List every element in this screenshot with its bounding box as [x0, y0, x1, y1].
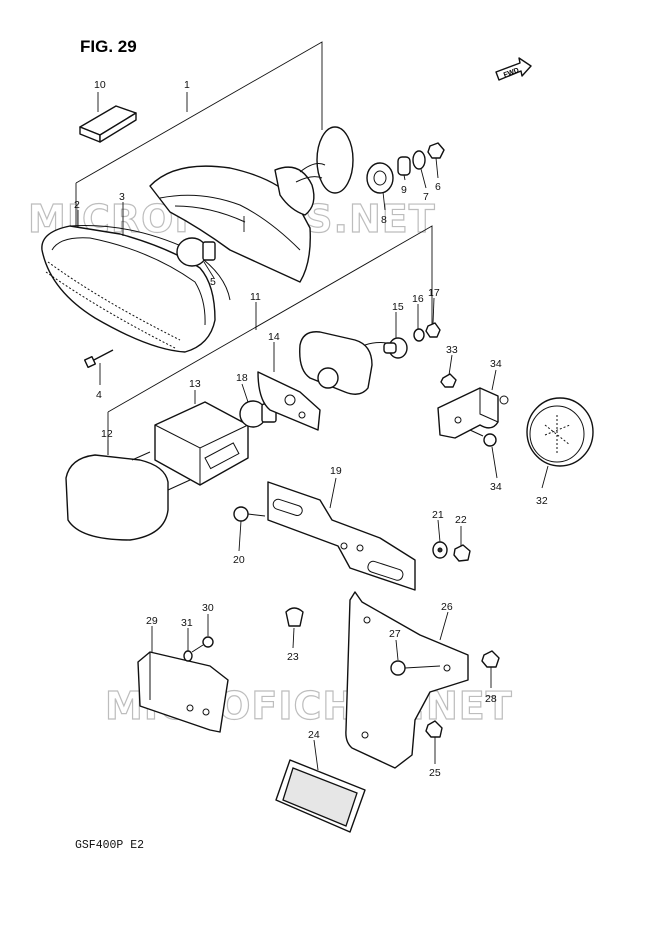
part-34-bracket: [437, 387, 509, 439]
callout-3: 3: [119, 191, 125, 203]
callout-21: 21: [432, 509, 444, 521]
part-17-nut: [425, 322, 441, 338]
callout-5: 5: [210, 276, 216, 288]
callout-30: 30: [202, 602, 214, 614]
part-10-pad: [79, 105, 137, 143]
callout-28: 28: [485, 693, 497, 705]
part-20-bolt: [233, 506, 266, 522]
callout-11: 11: [250, 291, 261, 303]
part-31-washer: [183, 650, 193, 662]
part-2-tail-lens: [41, 225, 216, 353]
part-34-screw: [469, 429, 497, 447]
part-14-plate: [257, 371, 321, 431]
part-25-nut: [425, 720, 443, 738]
callout-6: 6: [435, 181, 441, 193]
assembly-bracket-tail-light: [75, 41, 323, 228]
part-30-screw: [191, 636, 214, 653]
callout-7: 7: [423, 191, 429, 203]
callout-1: 1: [184, 79, 190, 91]
part-22-nut: [453, 544, 471, 562]
part-21-washer: [432, 541, 448, 559]
part-28-nut: [481, 650, 500, 668]
callout-20: 20: [233, 554, 245, 566]
fwd-arrow-icon: FWD: [495, 57, 532, 81]
part-4-screw: [83, 349, 114, 369]
callout-32: 32: [536, 495, 548, 507]
tail-socket-harness: [295, 126, 354, 194]
part-6-nut: [427, 142, 445, 159]
callout-9: 9: [401, 184, 407, 196]
callout-24: 24: [308, 729, 320, 741]
model-code: GSF400P E2: [75, 839, 144, 852]
part-12-license-housing: [65, 451, 191, 541]
part-32-round-reflector: [526, 397, 594, 467]
part-8-grommet: [366, 162, 394, 194]
callout-15: 15: [392, 301, 404, 313]
callout-8: 8: [381, 214, 387, 226]
part-9-spacer: [397, 156, 411, 176]
callout-14: 14: [268, 331, 280, 343]
part-26-reflector-stay: [345, 591, 469, 769]
figure-title: FIG. 29: [80, 37, 137, 56]
callout-10: 10: [94, 79, 106, 91]
part-7-washer: [412, 150, 426, 170]
part-11-socket: [299, 331, 396, 395]
callout-33: 33: [446, 344, 458, 356]
part-23-cap: [285, 607, 304, 627]
part-29-side-plate: [137, 651, 229, 733]
part-27-screw: [390, 660, 441, 676]
callout-12: 12: [101, 428, 113, 440]
part-16-washer: [413, 328, 425, 342]
callout-25: 25: [429, 767, 441, 779]
callout-31: 31: [181, 617, 193, 629]
callout-4: 4: [96, 389, 102, 401]
part-15-grommet: [383, 337, 408, 359]
callout-13: 13: [189, 378, 201, 390]
leader-lines: [77, 92, 549, 771]
part-1-tail-housing: [149, 165, 315, 283]
part-33-nut: [440, 373, 457, 388]
callout-27: 27: [389, 628, 401, 640]
part-13-lamp-case: [154, 401, 249, 486]
callout-34-bottom: 34: [490, 481, 502, 493]
part-19-license-bracket: [267, 481, 416, 591]
callout-labels: 10 1 2 3 5 4 8 9 7 6 11 14 15 16 17 33 3…: [74, 79, 548, 779]
callout-22: 22: [455, 514, 467, 526]
part-24-rear-reflector: [275, 759, 366, 833]
callout-26: 26: [441, 601, 453, 613]
callout-16: 16: [412, 293, 424, 305]
callout-2: 2: [74, 199, 80, 211]
callout-23: 23: [287, 651, 299, 663]
callout-34-top: 34: [490, 358, 502, 370]
callout-19: 19: [330, 465, 342, 477]
callout-18: 18: [236, 372, 248, 384]
callout-17: 17: [428, 287, 440, 299]
part-5-tail-bulb: [176, 237, 216, 267]
callout-29: 29: [146, 615, 158, 627]
